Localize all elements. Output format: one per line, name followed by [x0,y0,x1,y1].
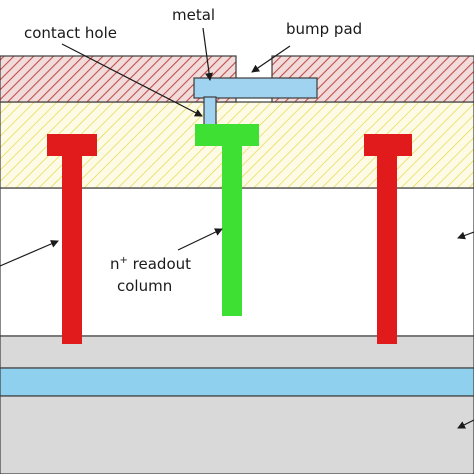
bump-pad-arrow [251,45,291,73]
red-column-right [364,134,412,344]
readout-arrow [177,228,223,251]
red-column-left-cap [47,134,97,156]
right-substrate-arrow [457,419,474,429]
metal-label: metal [172,6,216,24]
contact-hole-label: contact hole [24,24,117,42]
substrate-lower [0,395,474,474]
left-column-arrow [0,240,59,267]
metal-arrow [202,27,214,81]
red-column-left-stem [62,154,82,344]
contact-via [203,96,217,126]
red-column-right-stem [377,154,397,344]
readout-label-rest: readout [127,255,192,273]
readout-label-line2: column [117,277,173,295]
readout-column [195,124,259,316]
red-column-left [47,134,97,344]
readout-column-cap [195,124,259,146]
readout-column-stem [222,144,242,316]
red-column-right-cap [364,134,412,156]
bump-pad-label: bump pad [286,20,363,38]
buried-layer [0,367,474,397]
readout-label-n: n [110,255,120,273]
contact-hole-arrow [61,43,203,117]
readout-column-label: n+ readout column [110,252,191,295]
readout-label-sup: + [119,255,128,266]
metal-pad [193,77,318,99]
right-bulk-arrow [457,231,474,240]
